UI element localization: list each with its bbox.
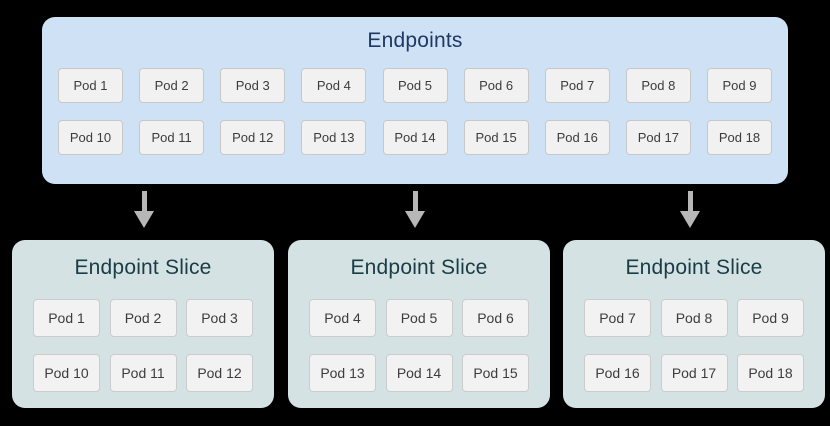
pod-box: Pod 14 bbox=[385, 354, 453, 392]
pod-box: Pod 18 bbox=[707, 120, 772, 155]
endpoint-slice-title: Endpoint Slice bbox=[350, 256, 488, 279]
endpoints-pod-row-1: Pod 1 Pod 2 Pod 3 Pod 4 Pod 5 Pod 6 Pod … bbox=[42, 68, 788, 103]
pod-box: Pod 4 bbox=[301, 68, 367, 103]
endpoint-slice-title: Endpoint Slice bbox=[74, 256, 212, 279]
pod-box: Pod 1 bbox=[33, 299, 100, 337]
pod-box: Pod 3 bbox=[186, 299, 253, 337]
pod-box: Pod 18 bbox=[737, 354, 804, 392]
arrow-head bbox=[405, 211, 425, 228]
pod-box: Pod 7 bbox=[584, 299, 651, 337]
arrow-stem bbox=[688, 191, 693, 213]
slice-pod-row-1: Pod 7 Pod 8 Pod 9 bbox=[563, 299, 825, 337]
pod-box: Pod 13 bbox=[309, 354, 376, 392]
pod-box: Pod 13 bbox=[301, 120, 367, 155]
pod-box: Pod 2 bbox=[139, 68, 205, 103]
pod-box: Pod 12 bbox=[220, 120, 286, 155]
endpoint-slice-title: Endpoint Slice bbox=[625, 256, 763, 279]
down-arrow-icon bbox=[131, 191, 157, 228]
pod-box: Pod 8 bbox=[660, 299, 728, 337]
arrow-head bbox=[134, 211, 154, 228]
endpoint-slice-panel-1: Endpoint Slice Pod 1 Pod 2 Pod 3 Pod 10 … bbox=[12, 240, 274, 408]
pod-box: Pod 10 bbox=[58, 120, 123, 155]
pod-box: Pod 9 bbox=[737, 299, 804, 337]
endpoints-panel: Endpoints Pod 1 Pod 2 Pod 3 Pod 4 Pod 5 … bbox=[42, 17, 788, 184]
pod-box: Pod 11 bbox=[139, 120, 205, 155]
slice-pod-row-2: Pod 10 Pod 11 Pod 12 bbox=[12, 354, 274, 392]
pod-box: Pod 17 bbox=[625, 120, 691, 155]
pod-box: Pod 11 bbox=[109, 354, 177, 392]
slice-pod-row-1: Pod 4 Pod 5 Pod 6 bbox=[288, 299, 550, 337]
endpoints-title: Endpoints bbox=[367, 29, 463, 52]
pod-box: Pod 9 bbox=[707, 68, 772, 103]
slice-pod-row-2: Pod 13 Pod 14 Pod 15 bbox=[288, 354, 550, 392]
pod-box: Pod 12 bbox=[186, 354, 253, 392]
pod-box: Pod 14 bbox=[382, 120, 448, 155]
arrow-stem bbox=[142, 191, 147, 213]
arrow-head bbox=[680, 211, 700, 228]
slice-pod-row-2: Pod 16 Pod 17 Pod 18 bbox=[563, 354, 825, 392]
pod-box: Pod 1 bbox=[58, 68, 123, 103]
pod-box: Pod 6 bbox=[463, 68, 529, 103]
pod-box: Pod 10 bbox=[33, 354, 100, 392]
endpoint-slice-panel-3: Endpoint Slice Pod 7 Pod 8 Pod 9 Pod 16 … bbox=[563, 240, 825, 408]
down-arrow-icon bbox=[402, 191, 428, 228]
arrow-stem bbox=[413, 191, 418, 213]
pod-box: Pod 2 bbox=[109, 299, 177, 337]
pod-box: Pod 3 bbox=[220, 68, 286, 103]
endpoint-slice-panel-2: Endpoint Slice Pod 4 Pod 5 Pod 6 Pod 13 … bbox=[288, 240, 550, 408]
pod-box: Pod 5 bbox=[385, 299, 453, 337]
pod-box: Pod 6 bbox=[462, 299, 529, 337]
pod-box: Pod 8 bbox=[625, 68, 691, 103]
pod-box: Pod 17 bbox=[660, 354, 728, 392]
pod-box: Pod 16 bbox=[544, 120, 610, 155]
pod-box: Pod 7 bbox=[544, 68, 610, 103]
slice-pod-row-1: Pod 1 Pod 2 Pod 3 bbox=[12, 299, 274, 337]
pod-box: Pod 16 bbox=[584, 354, 651, 392]
endpoints-pod-row-2: Pod 10 Pod 11 Pod 12 Pod 13 Pod 14 Pod 1… bbox=[42, 120, 788, 155]
pod-box: Pod 4 bbox=[309, 299, 376, 337]
pod-box: Pod 15 bbox=[463, 120, 529, 155]
down-arrow-icon bbox=[677, 191, 703, 228]
pod-box: Pod 5 bbox=[382, 68, 448, 103]
pod-box: Pod 15 bbox=[462, 354, 529, 392]
